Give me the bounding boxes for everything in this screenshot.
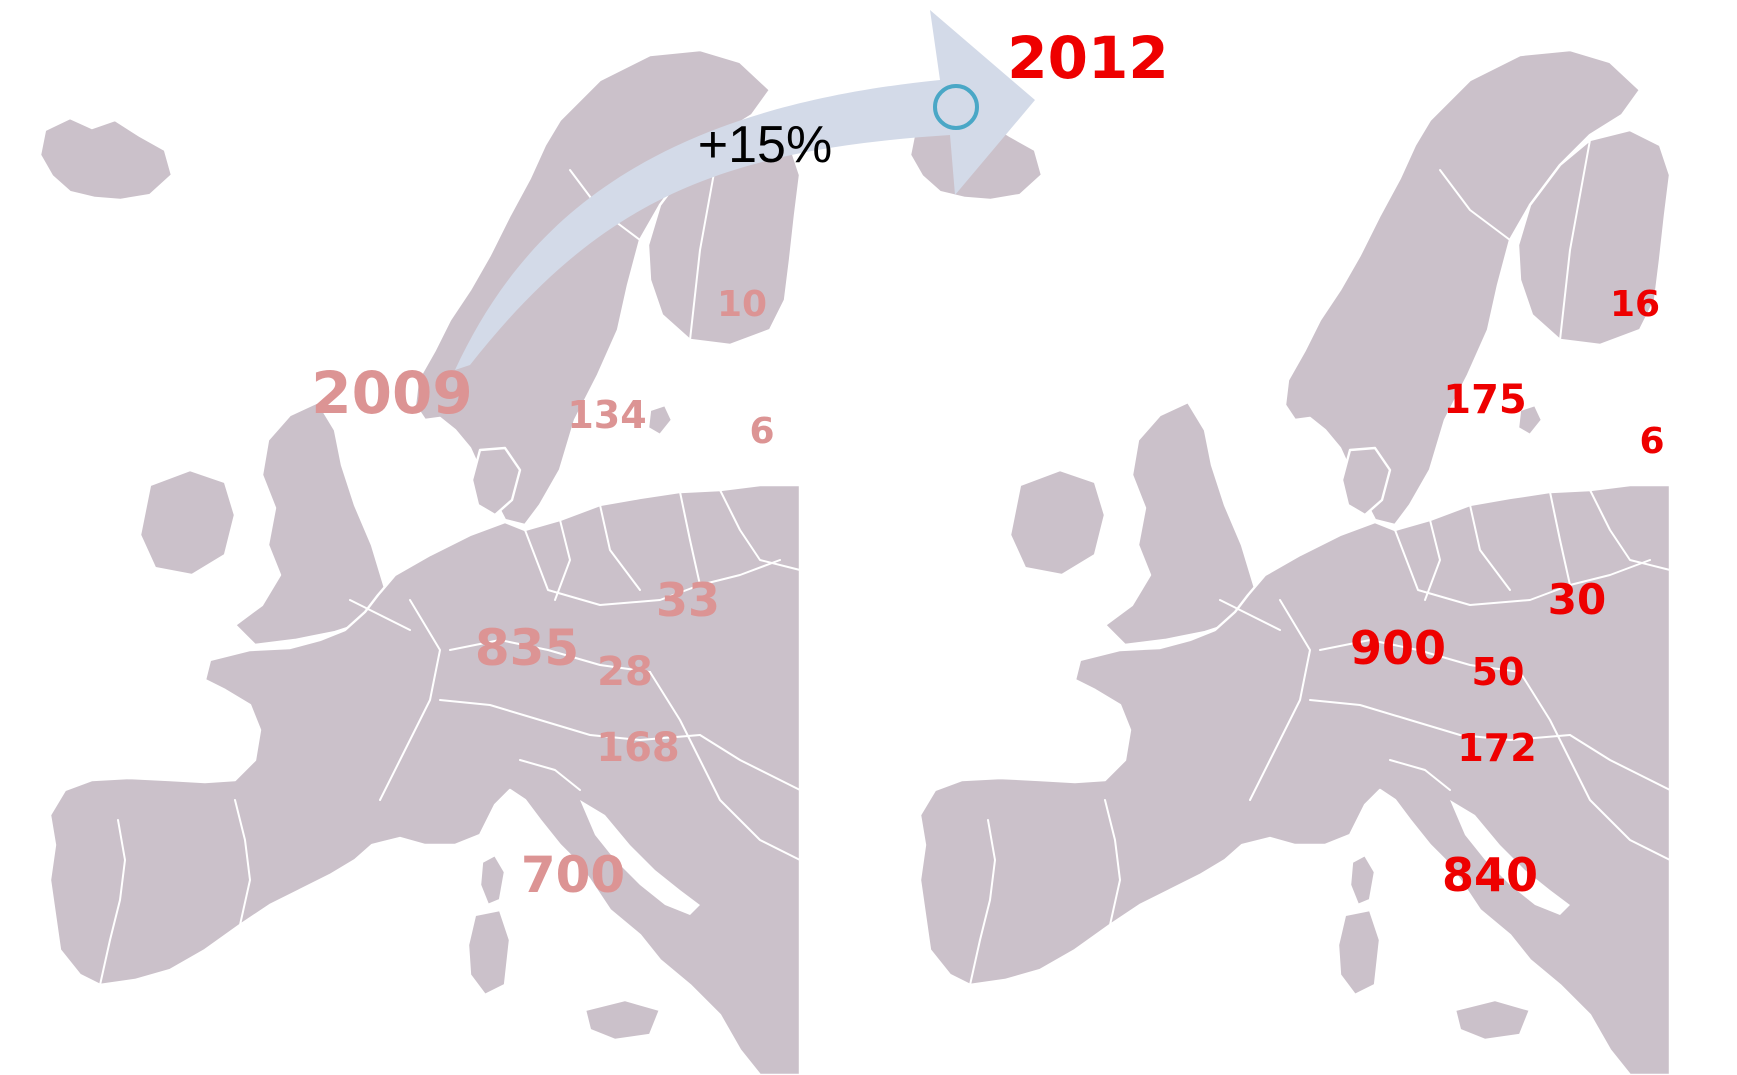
growth-arrow bbox=[455, 10, 1035, 370]
value-2009-italy: 700 bbox=[520, 846, 626, 904]
marker-ring-icon bbox=[933, 84, 979, 130]
value-2012-finland: 16 bbox=[1609, 284, 1661, 325]
value-2012-germany: 900 bbox=[1349, 621, 1447, 675]
map-2009 bbox=[38, 48, 802, 1075]
year-2009-label: 2009 bbox=[311, 359, 473, 427]
value-2009-latvia: 6 bbox=[749, 411, 775, 452]
value-2009-austria: 168 bbox=[596, 725, 680, 771]
value-2009-sweden: 134 bbox=[567, 393, 647, 437]
arrow-shape bbox=[455, 10, 1035, 370]
value-2012-czech-republic: 50 bbox=[1471, 650, 1525, 694]
map-divider bbox=[863, 0, 871, 1075]
value-2009-finland: 10 bbox=[716, 284, 768, 325]
value-2012-austria: 172 bbox=[1457, 726, 1537, 770]
value-2009-poland: 33 bbox=[655, 573, 721, 627]
year-2012-label: 2012 bbox=[1007, 24, 1169, 92]
value-2009-germany: 835 bbox=[474, 619, 580, 677]
value-2012-poland: 30 bbox=[1547, 575, 1607, 624]
value-2009-czech-republic: 28 bbox=[597, 649, 653, 695]
value-2012-italy: 840 bbox=[1441, 848, 1539, 902]
value-2012-latvia: 6 bbox=[1639, 421, 1665, 462]
map-2012 bbox=[908, 48, 1672, 1075]
value-2012-sweden: 175 bbox=[1443, 377, 1527, 423]
growth-percent-label: +15% bbox=[697, 116, 833, 174]
